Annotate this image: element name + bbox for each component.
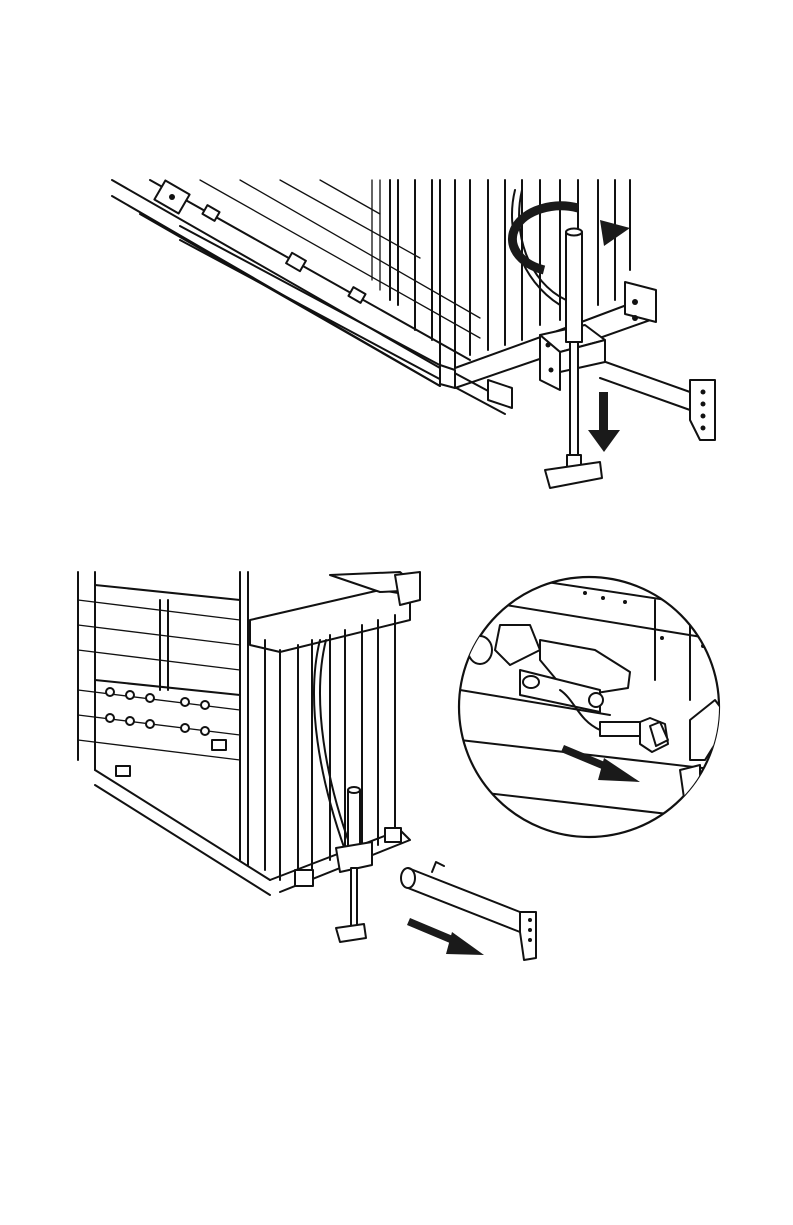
tow-bar [600,360,715,440]
jack-stand-lowered [336,787,372,942]
chute-side-panels [78,572,270,895]
figure-jack-lowering [112,180,715,488]
pull-out-arrow-icon [407,918,484,955]
figure-tow-bar-removal [78,572,536,960]
down-arrow-icon [588,392,620,452]
figure-pin-detail-inset [459,575,730,837]
headgate-frame [250,572,420,892]
